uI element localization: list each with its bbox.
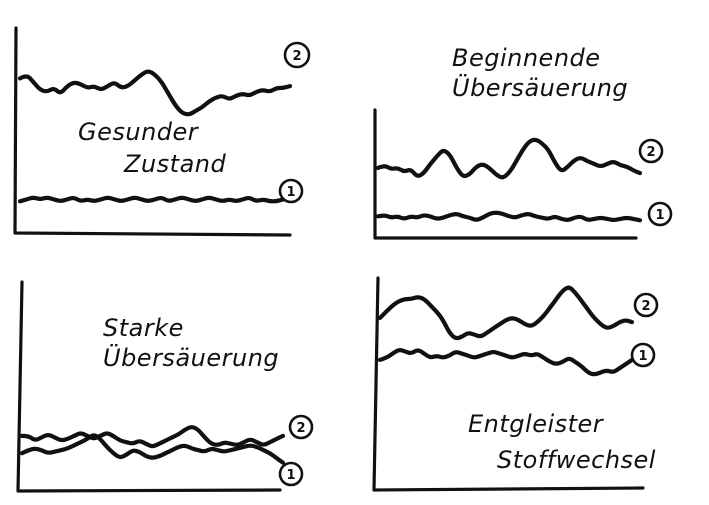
series-line-1 [375, 210, 643, 223]
axis-strong [16, 280, 282, 493]
panel-title-line-2: Zustand [123, 150, 226, 178]
marker-circle [638, 138, 664, 164]
marker-label: 2 [641, 299, 650, 314]
series-line-2 [19, 425, 286, 449]
marker-circle [283, 41, 311, 69]
panel-title: Gesunder Zustand [78, 118, 226, 178]
panel-derailed: 2 1 Entgleister Stoffwechsel [372, 276, 659, 492]
marker-label: 1 [286, 468, 295, 483]
marker-1: 1 [647, 201, 673, 227]
series-line-1 [19, 433, 286, 465]
panel-title-line-1: Beginnende [452, 44, 601, 72]
marker-2: 2 [633, 292, 659, 318]
marker-circle [288, 414, 314, 440]
panel-title: Entgleister Stoffwechsel [468, 410, 656, 474]
marker-2: 2 [288, 414, 314, 440]
panel-title-line-2: Übersäuerung [452, 73, 628, 102]
marker-label: 2 [292, 49, 301, 64]
marker-label: 1 [655, 208, 664, 223]
axis-beginning [373, 108, 638, 240]
marker-circle [278, 178, 304, 204]
panel-healthy: 2 1 Gesunder Zustand [13, 26, 311, 237]
panel-title: Beginnende Übersäuerung [452, 44, 628, 102]
marker-label: 2 [646, 145, 655, 160]
panel-title-line-1: Entgleister [468, 410, 605, 438]
marker-2: 2 [283, 41, 311, 69]
marker-1: 1 [278, 178, 304, 204]
panel-title-line-1: Gesunder [78, 118, 200, 146]
marker-label: 2 [296, 421, 305, 436]
panel-title-line-2: Stoffwechsel [497, 446, 656, 474]
marker-circle [278, 461, 304, 487]
marker-2: 2 [638, 138, 664, 164]
marker-1: 1 [278, 461, 304, 487]
marker-label: 1 [638, 349, 647, 364]
axis-healthy [13, 26, 292, 237]
panel-title: Starke Übersäuerung [103, 314, 279, 372]
panel-beginning: 2 1 Beginnende Übersäuerung [373, 44, 673, 240]
panel-title-line-1: Starke [103, 314, 184, 342]
marker-circle [633, 292, 659, 318]
panel-title-line-2: Übersäuerung [103, 343, 279, 372]
marker-circle [647, 201, 673, 227]
marker-label: 1 [286, 185, 295, 200]
axis-derailed [372, 276, 645, 492]
panel-strong: 2 1 Starke Übersäuerung [16, 280, 314, 493]
marker-circle [630, 342, 656, 368]
series-line-2 [377, 285, 635, 341]
series-line-2 [17, 69, 293, 117]
marker-1: 1 [630, 342, 656, 368]
series-line-1 [17, 195, 293, 204]
series-line-2 [375, 137, 643, 180]
series-line-1 [377, 347, 635, 377]
